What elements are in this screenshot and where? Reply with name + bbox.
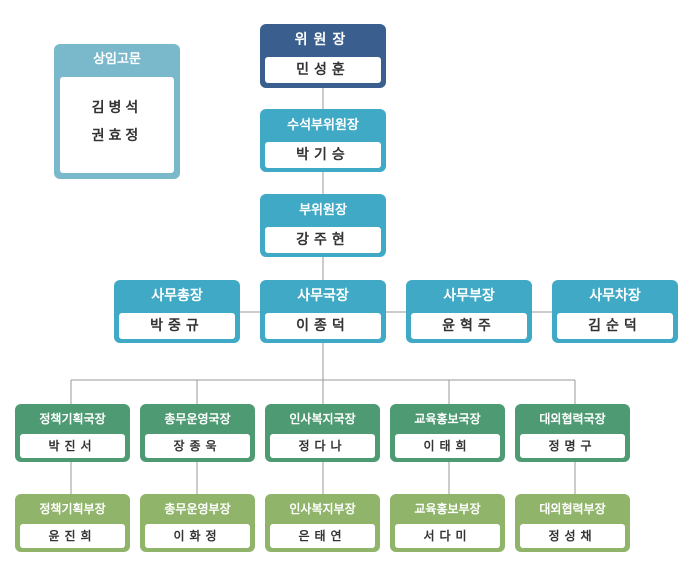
bureau-director-name: 정다나 [270, 434, 375, 458]
advisor-box: 상임고문 김병석 권효정 [54, 44, 180, 179]
secretariat-box-4: 사무차장 김순덕 [552, 280, 678, 343]
bureau-deputy-box-5: 대외협력부장 정성채 [515, 494, 630, 552]
secretariat-name: 박중규 [119, 313, 235, 339]
secretariat-name: 김순덕 [557, 313, 673, 339]
vice-box: 부위원장 강주현 [260, 194, 386, 257]
secretariat-title: 사무부장 [443, 288, 495, 304]
advisor-names: 김병석 권효정 [60, 77, 174, 173]
bureau-deputy-name: 서다미 [395, 524, 500, 548]
secretariat-box-2: 사무국장 이종덕 [260, 280, 386, 343]
secretariat-title: 사무국장 [297, 288, 349, 304]
vice-name: 강주현 [265, 227, 381, 253]
bureau-deputy-title: 인사복지부장 [289, 502, 356, 516]
bureau-director-box-2: 총무운영국장 장종욱 [140, 404, 255, 462]
bureau-director-title: 정책기획국장 [39, 412, 106, 426]
chairman-box: 위원장 민성훈 [260, 24, 386, 88]
advisor-name-1: 김병석 [91, 100, 143, 116]
bureau-deputy-title: 대외협력부장 [539, 502, 606, 516]
senior-vice-title: 수석부위원장 [287, 118, 359, 133]
advisor-name-2: 권효정 [91, 128, 143, 144]
secretariat-title: 사무총장 [151, 288, 203, 304]
bureau-director-box-4: 교육홍보국장 이태희 [390, 404, 505, 462]
bureau-director-title: 대외협력국장 [539, 412, 606, 426]
senior-vice-name: 박기승 [265, 142, 381, 168]
bureau-deputy-title: 총무운영부장 [164, 502, 231, 516]
secretariat-box-1: 사무총장 박중규 [114, 280, 240, 343]
bureau-director-name: 장종욱 [145, 434, 250, 458]
bureau-director-name: 정명구 [520, 434, 625, 458]
bureau-deputy-box-1: 정책기획부장 윤진희 [15, 494, 130, 552]
bureau-director-box-3: 인사복지국장 정다나 [265, 404, 380, 462]
secretariat-title: 사무차장 [589, 288, 641, 304]
bureau-director-name: 이태희 [395, 434, 500, 458]
bureau-director-title: 총무운영국장 [164, 412, 231, 426]
bureau-deputy-name: 이화정 [145, 524, 250, 548]
secretariat-name: 이종덕 [265, 313, 381, 339]
bureau-director-name: 박진서 [20, 434, 125, 458]
vice-title: 부위원장 [299, 203, 347, 218]
bureau-deputy-box-3: 인사복지부장 은태연 [265, 494, 380, 552]
bureau-director-title: 인사복지국장 [289, 412, 356, 426]
secretariat-box-3: 사무부장 윤혁주 [406, 280, 532, 343]
bureau-deputy-name: 윤진희 [20, 524, 125, 548]
chairman-title: 위원장 [294, 32, 352, 48]
bureau-director-box-1: 정책기획국장 박진서 [15, 404, 130, 462]
bureau-deputy-title: 교육홍보부장 [414, 502, 481, 516]
bureau-deputy-name: 은태연 [270, 524, 375, 548]
bureau-director-box-5: 대외협력국장 정명구 [515, 404, 630, 462]
secretariat-name: 윤혁주 [411, 313, 527, 339]
bureau-deputy-name: 정성채 [520, 524, 625, 548]
bureau-director-title: 교육홍보국장 [414, 412, 481, 426]
bureau-deputy-box-2: 총무운영부장 이화정 [140, 494, 255, 552]
chairman-name: 민성훈 [265, 57, 381, 83]
senior-vice-box: 수석부위원장 박기승 [260, 109, 386, 172]
bureau-deputy-box-4: 교육홍보부장 서다미 [390, 494, 505, 552]
bureau-deputy-title: 정책기획부장 [39, 502, 106, 516]
advisor-title: 상임고문 [93, 52, 141, 67]
